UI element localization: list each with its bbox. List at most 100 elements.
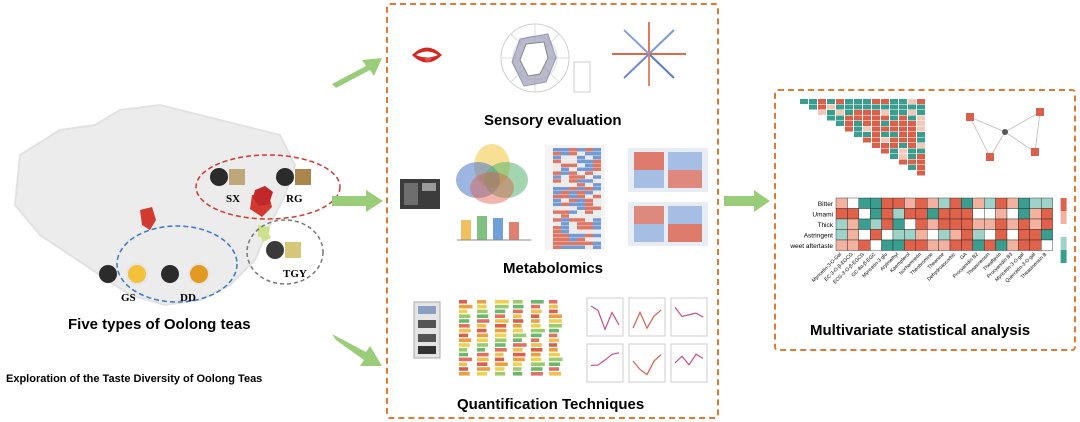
heatmap-cell bbox=[847, 197, 860, 209]
correlation-matrix-2 bbox=[628, 202, 708, 246]
right-title: Multivariate statistical analysis bbox=[810, 322, 1031, 339]
gs-dd-group bbox=[95, 222, 240, 307]
heatmap-cell bbox=[938, 197, 951, 209]
heatmap-cell bbox=[858, 229, 871, 241]
heatmap-cell bbox=[949, 218, 962, 230]
tea-label-sx: SX bbox=[226, 193, 241, 205]
mouth-icon bbox=[412, 47, 442, 63]
arrow-to-multivariate bbox=[724, 190, 770, 212]
arrow-to-metabolomics bbox=[332, 190, 383, 212]
heatmap-cell bbox=[881, 239, 894, 251]
tea-label-gs: GS bbox=[121, 292, 136, 304]
heatmap-cell bbox=[961, 239, 973, 251]
heatmap-cell bbox=[869, 229, 882, 241]
arrow-to-quantification bbox=[332, 334, 382, 366]
heatmap-cell bbox=[915, 229, 928, 241]
heatmap-cell bbox=[972, 218, 985, 230]
triangle-correlation-heatmap bbox=[800, 99, 925, 176]
heatmap-cell bbox=[869, 208, 882, 220]
heatmap-cell bbox=[881, 197, 894, 209]
heatmap-cell bbox=[949, 239, 962, 251]
heatmap-cell bbox=[847, 239, 860, 251]
heatmap-cell bbox=[983, 208, 996, 220]
heatmap-cell bbox=[1040, 218, 1053, 230]
heatmap-cell bbox=[938, 218, 951, 230]
heatmap-cell bbox=[881, 229, 894, 241]
heatmap-cell bbox=[1018, 197, 1030, 209]
line-plots-grid bbox=[586, 297, 708, 383]
heatmap-cell bbox=[904, 208, 917, 220]
heatmap-cell bbox=[983, 197, 996, 209]
heatmap-cell bbox=[847, 208, 860, 220]
heatmap-cell bbox=[983, 239, 996, 251]
venn-diagram bbox=[456, 144, 528, 204]
heatmap-cell bbox=[926, 229, 939, 241]
bar-chart bbox=[457, 216, 531, 241]
heatmap-cell bbox=[1029, 229, 1042, 241]
heatmap-cell bbox=[1040, 208, 1053, 220]
heatmap-cell bbox=[858, 239, 871, 251]
heatmap-row-label: Umami bbox=[812, 212, 833, 219]
arrow-to-sensory bbox=[332, 58, 382, 88]
heatmap-cell bbox=[858, 197, 871, 209]
tea-label-tgy: TGY bbox=[283, 268, 307, 280]
heatmap-cell bbox=[869, 239, 882, 251]
heatmap-cell bbox=[949, 197, 962, 209]
heatmap-cell bbox=[1006, 239, 1019, 251]
heatmap-row-label: Astringent bbox=[804, 233, 833, 240]
heatmap-cell bbox=[869, 218, 882, 230]
heatmap-cell bbox=[835, 208, 848, 220]
heatmap-cell bbox=[926, 239, 939, 251]
heatmap-cell bbox=[972, 239, 985, 251]
heatmap-cell bbox=[915, 239, 928, 251]
heatmap-cell bbox=[1040, 229, 1053, 241]
heatmap-cell bbox=[858, 218, 871, 230]
heatmap-cell bbox=[1040, 239, 1053, 251]
heatmap-cell bbox=[1040, 197, 1053, 209]
heatmap-cell bbox=[904, 239, 917, 251]
heatmap-cell bbox=[1006, 229, 1019, 241]
heatmap-cell bbox=[949, 229, 962, 241]
heatmap-cell bbox=[972, 229, 985, 241]
instrument-icon bbox=[400, 179, 440, 209]
heatmap-row-label: Sweet aftertaste bbox=[790, 243, 833, 250]
heatmap-cell bbox=[926, 208, 939, 220]
heatmap-cell bbox=[847, 218, 860, 230]
heatmap-cell bbox=[835, 197, 848, 209]
heatmap-cell bbox=[1018, 218, 1030, 230]
heatmap-row-label: Thick bbox=[817, 222, 833, 229]
clustered-heatmap bbox=[545, 145, 605, 250]
section-title-quantification: Quantification Techniques bbox=[457, 396, 645, 413]
section-title-metabolomics: Metabolomics bbox=[503, 260, 604, 277]
sx-rg-group bbox=[193, 152, 343, 222]
methods-box bbox=[386, 3, 719, 419]
heatmap-cell bbox=[1029, 218, 1042, 230]
heatmap-cell bbox=[995, 239, 1008, 251]
heatmap-cell bbox=[972, 208, 985, 220]
heatmap-cell bbox=[995, 197, 1008, 209]
radar-chart bbox=[500, 23, 591, 93]
heatmap-cell bbox=[915, 197, 928, 209]
heatmap-cell bbox=[892, 218, 905, 230]
quant-heat-table bbox=[459, 300, 563, 376]
heatmap-cell bbox=[892, 197, 905, 209]
heatmap-cell bbox=[972, 197, 985, 209]
heatmap-cell bbox=[1018, 239, 1030, 251]
heatmap-cell bbox=[1018, 229, 1030, 241]
heatmap-cell bbox=[915, 218, 928, 230]
heatmap-cell bbox=[1006, 197, 1019, 209]
heatmap-cell bbox=[995, 208, 1008, 220]
heatmap-cell bbox=[961, 208, 973, 220]
heatmap-cell bbox=[961, 218, 973, 230]
heatmap-cell bbox=[858, 208, 871, 220]
heatmap-cell bbox=[949, 208, 962, 220]
heatmap-cell bbox=[926, 197, 939, 209]
heatmap-cell bbox=[1029, 197, 1042, 209]
heatmap-cell bbox=[1029, 239, 1042, 251]
heatmap-cell bbox=[995, 218, 1008, 230]
star-plot bbox=[612, 22, 686, 86]
heatmap-cell bbox=[835, 229, 848, 241]
heatmap-cell bbox=[938, 208, 951, 220]
heatmap-cell bbox=[926, 218, 939, 230]
left-title: Five types of Oolong teas bbox=[68, 316, 251, 333]
